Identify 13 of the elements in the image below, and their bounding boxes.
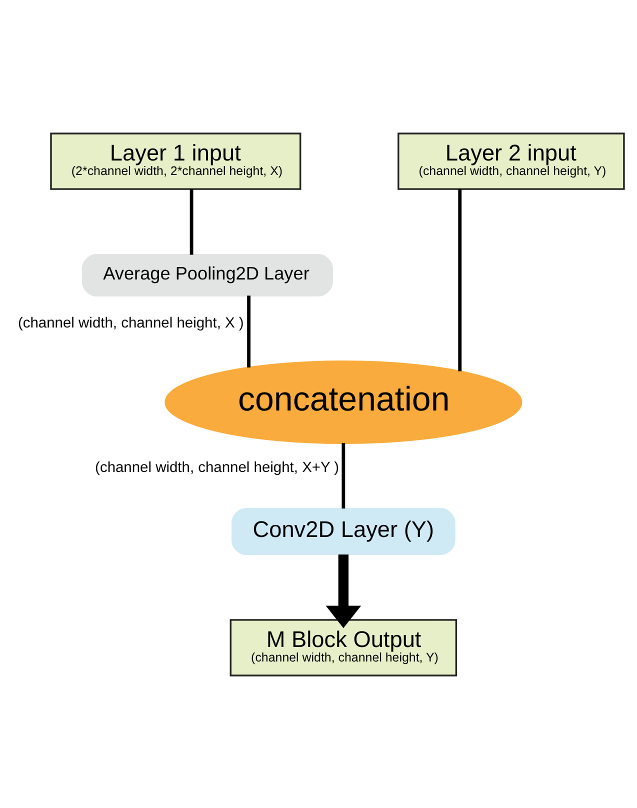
- edge-label: (channel width, channel height, X+Y ): [95, 459, 340, 476]
- node-box: Conv2D Layer (Y): [232, 508, 456, 555]
- connector: [190, 188, 194, 254]
- edge-label: (channel width, channel height, X ): [18, 314, 244, 331]
- arrow: [326, 554, 362, 628]
- connector: [458, 188, 462, 371]
- connector: [342, 442, 346, 508]
- node-box: Layer 2 input (channel width, channel height, Y): [398, 132, 625, 190]
- node-box: M Block Output (channel width, channel height, Y): [230, 618, 458, 676]
- node-box: Layer 1 input (2*channel width, 2*channel height, X): [50, 132, 302, 190]
- node-box: Average Pooling2D Layer: [82, 253, 333, 296]
- connector: [247, 295, 250, 367]
- node-ellipse: concatenation: [164, 360, 522, 444]
